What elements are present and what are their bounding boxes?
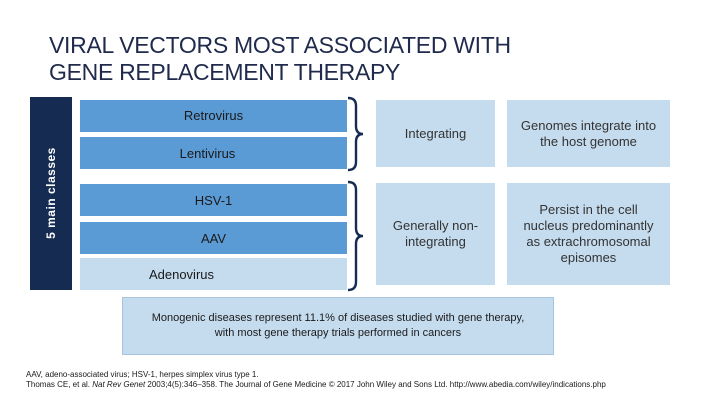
vector-box-lentivirus: Lentivirus	[80, 137, 347, 169]
vector-box-aav: AAV	[80, 222, 347, 254]
footer-citation-details: 2003;4(5):346–358. The Journal of Gene M…	[145, 380, 606, 389]
page-title: VIRAL VECTORS MOST ASSOCIATED WITH GENE …	[49, 32, 609, 86]
vector-box-hsv1: HSV-1	[80, 184, 347, 216]
note-line-1: Monogenic diseases represent 11.1% of di…	[151, 312, 525, 324]
title-line-2: GENE REPLACEMENT THERAPY	[49, 59, 401, 85]
category-integrating-label: Integrating	[404, 125, 467, 141]
vector-label-lentivirus: Lentivirus	[179, 145, 236, 161]
vector-label-adenovirus: Adenovirus	[148, 266, 215, 282]
note-box: Monogenic diseases represent 11.1% of di…	[122, 297, 554, 355]
side-label-text: 5 main classes	[44, 147, 58, 239]
footer-references: AAV, adeno-associated virus; HSV-1, herp…	[26, 370, 706, 390]
side-label-bar	[30, 97, 72, 290]
footer-citation-authors: Thomas CE, et al.	[26, 380, 93, 389]
description-non-integrating-text: Persist in the cell nucleus predominantl…	[523, 202, 654, 265]
category-non-integrating-label: Generally non-integrating	[392, 218, 479, 249]
bracket-integrating	[347, 96, 364, 172]
note-line-2: with most gene therapy trials performed …	[214, 327, 462, 339]
description-non-integrating: Persist in the cell nucleus predominantl…	[507, 183, 670, 285]
vector-box-retrovirus: Retrovirus	[80, 100, 347, 132]
category-non-integrating: Generally non-integrating	[376, 183, 495, 285]
bracket-non-integrating	[347, 180, 364, 292]
vector-box-adenovirus: Adenovirus	[80, 258, 347, 290]
footer-abbreviations: AAV, adeno-associated virus; HSV-1, herp…	[26, 370, 259, 379]
vector-label-aav: AAV	[200, 230, 227, 246]
description-integrating-text: Genomes integrate into the host genome	[520, 117, 657, 149]
description-integrating: Genomes integrate into the host genome	[507, 100, 670, 167]
vector-label-retrovirus: Retrovirus	[183, 107, 244, 123]
title-line-1: VIRAL VECTORS MOST ASSOCIATED WITH	[49, 32, 511, 58]
footer-citation: Thomas CE, et al. Nat Rev Genet 2003;4(5…	[26, 380, 706, 390]
category-integrating: Integrating	[376, 100, 495, 167]
footer-citation-journal: Nat Rev Genet	[92, 380, 146, 389]
vector-label-hsv1: HSV-1	[194, 192, 233, 208]
